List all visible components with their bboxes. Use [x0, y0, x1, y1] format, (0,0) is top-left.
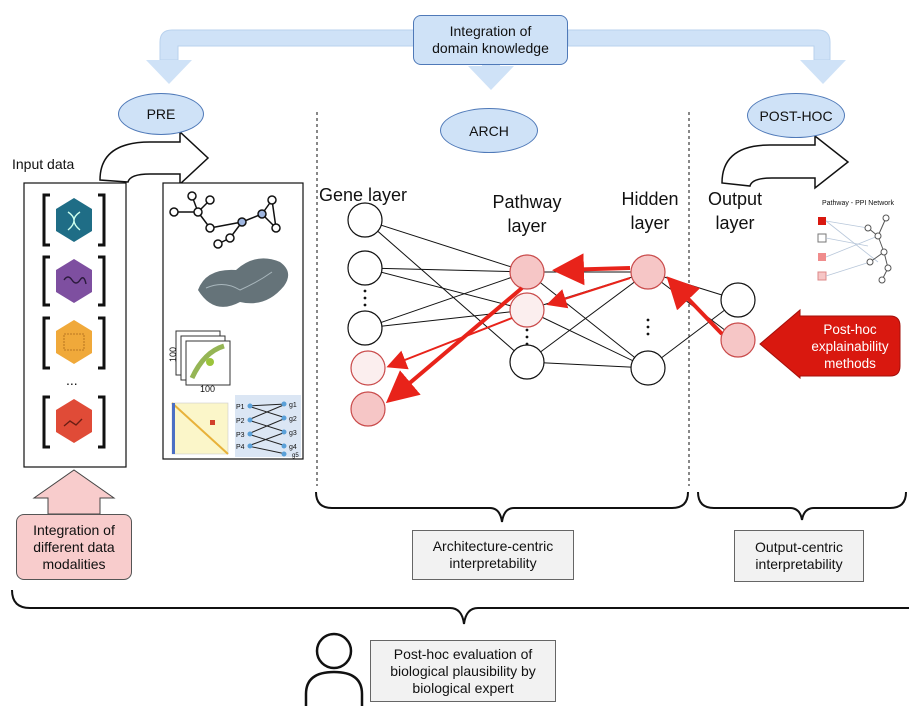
- person-icon: [304, 632, 364, 706]
- gene-node-highlighted: [350, 350, 386, 386]
- bipartite-p4: P4: [236, 444, 245, 451]
- bipartite-p2: P2: [236, 418, 245, 425]
- matrix-axis-label-y: 100: [168, 347, 178, 362]
- bipartite-p3: P3: [236, 432, 245, 439]
- posthoc-curved-arrow: [721, 134, 850, 190]
- matrix-axis-label-x: 100: [200, 384, 215, 394]
- arch-ellipse: ARCH: [440, 108, 538, 153]
- hidden-layer-nodes: [630, 254, 666, 386]
- output-node-highlighted: [720, 322, 756, 358]
- output-brace: [697, 491, 907, 521]
- posthoc-methods-arrow: [759, 308, 901, 380]
- output-layer-nodes: [720, 282, 756, 358]
- gene-layer-nodes: [347, 202, 386, 427]
- network-edges: [364, 219, 739, 369]
- bipartite-p1: P1: [236, 404, 245, 411]
- bipartite-g1: g1: [289, 402, 297, 409]
- heatmap-icon: [171, 402, 229, 455]
- hidden-node: [630, 350, 666, 386]
- bipartite-g4: g4: [289, 444, 297, 451]
- vertical-dots: [363, 289, 650, 346]
- posthoc-ellipse: POST-HOC: [747, 93, 845, 138]
- output-centric-box: Output-centric interpretability: [734, 530, 864, 582]
- ppi-network-title: Pathway - PPI Network: [822, 200, 894, 207]
- pre-curved-arrow: [99, 130, 210, 186]
- bipartite-g5: g5: [292, 453, 299, 459]
- relevance-arrows: [385, 253, 724, 404]
- input-brackets: [42, 193, 106, 449]
- domain-knowledge-box: Integration of domain knowledge: [413, 15, 568, 65]
- evaluation-brace: [11, 589, 909, 625]
- pathway-layer-label: Pathway layer: [492, 192, 562, 236]
- gene-node: [347, 202, 383, 238]
- matrix-stack: [175, 330, 231, 386]
- graph-icon: [169, 191, 281, 249]
- gene-layer-label: Gene layer: [319, 185, 408, 205]
- pathway-node-highlighted: [509, 254, 545, 290]
- pathway-node: [509, 344, 545, 380]
- gene-node-highlighted: [350, 391, 386, 427]
- modalities-box: Integration of different data modalities: [16, 514, 132, 580]
- bipartite-panel: [235, 395, 301, 457]
- output-layer-label: Output layer: [707, 189, 763, 233]
- gene-node: [347, 310, 383, 346]
- ppi-network-thumbnail: [817, 214, 892, 284]
- output-node: [720, 282, 756, 318]
- modalities-up-arrow: [32, 469, 116, 515]
- pre-ellipse: PRE: [118, 93, 204, 135]
- pathway-node-highlighted: [509, 292, 545, 328]
- bipartite-g3: g3: [289, 430, 297, 437]
- posthoc-methods-label: Post-hoc explainability methods: [811, 321, 889, 371]
- evaluation-box: Post-hoc evaluation of biological plausi…: [370, 640, 556, 702]
- embedding-cloud: [198, 258, 289, 307]
- cell-grid-icon: [56, 320, 92, 364]
- arch-brace: [315, 491, 689, 523]
- bipartite-g2: g2: [289, 416, 297, 423]
- input-ellipsis: ...: [66, 372, 78, 388]
- pathway-layer-nodes: [509, 254, 545, 380]
- molecule-icon: [56, 399, 92, 443]
- protein-icon: [56, 259, 92, 303]
- hidden-layer-label: Hidden layer: [621, 189, 679, 233]
- hidden-node-highlighted: [630, 254, 666, 290]
- gene-node: [347, 250, 383, 286]
- input-data-label: Input data: [12, 156, 75, 172]
- arch-centric-box: Architecture-centric interpretability: [412, 530, 574, 580]
